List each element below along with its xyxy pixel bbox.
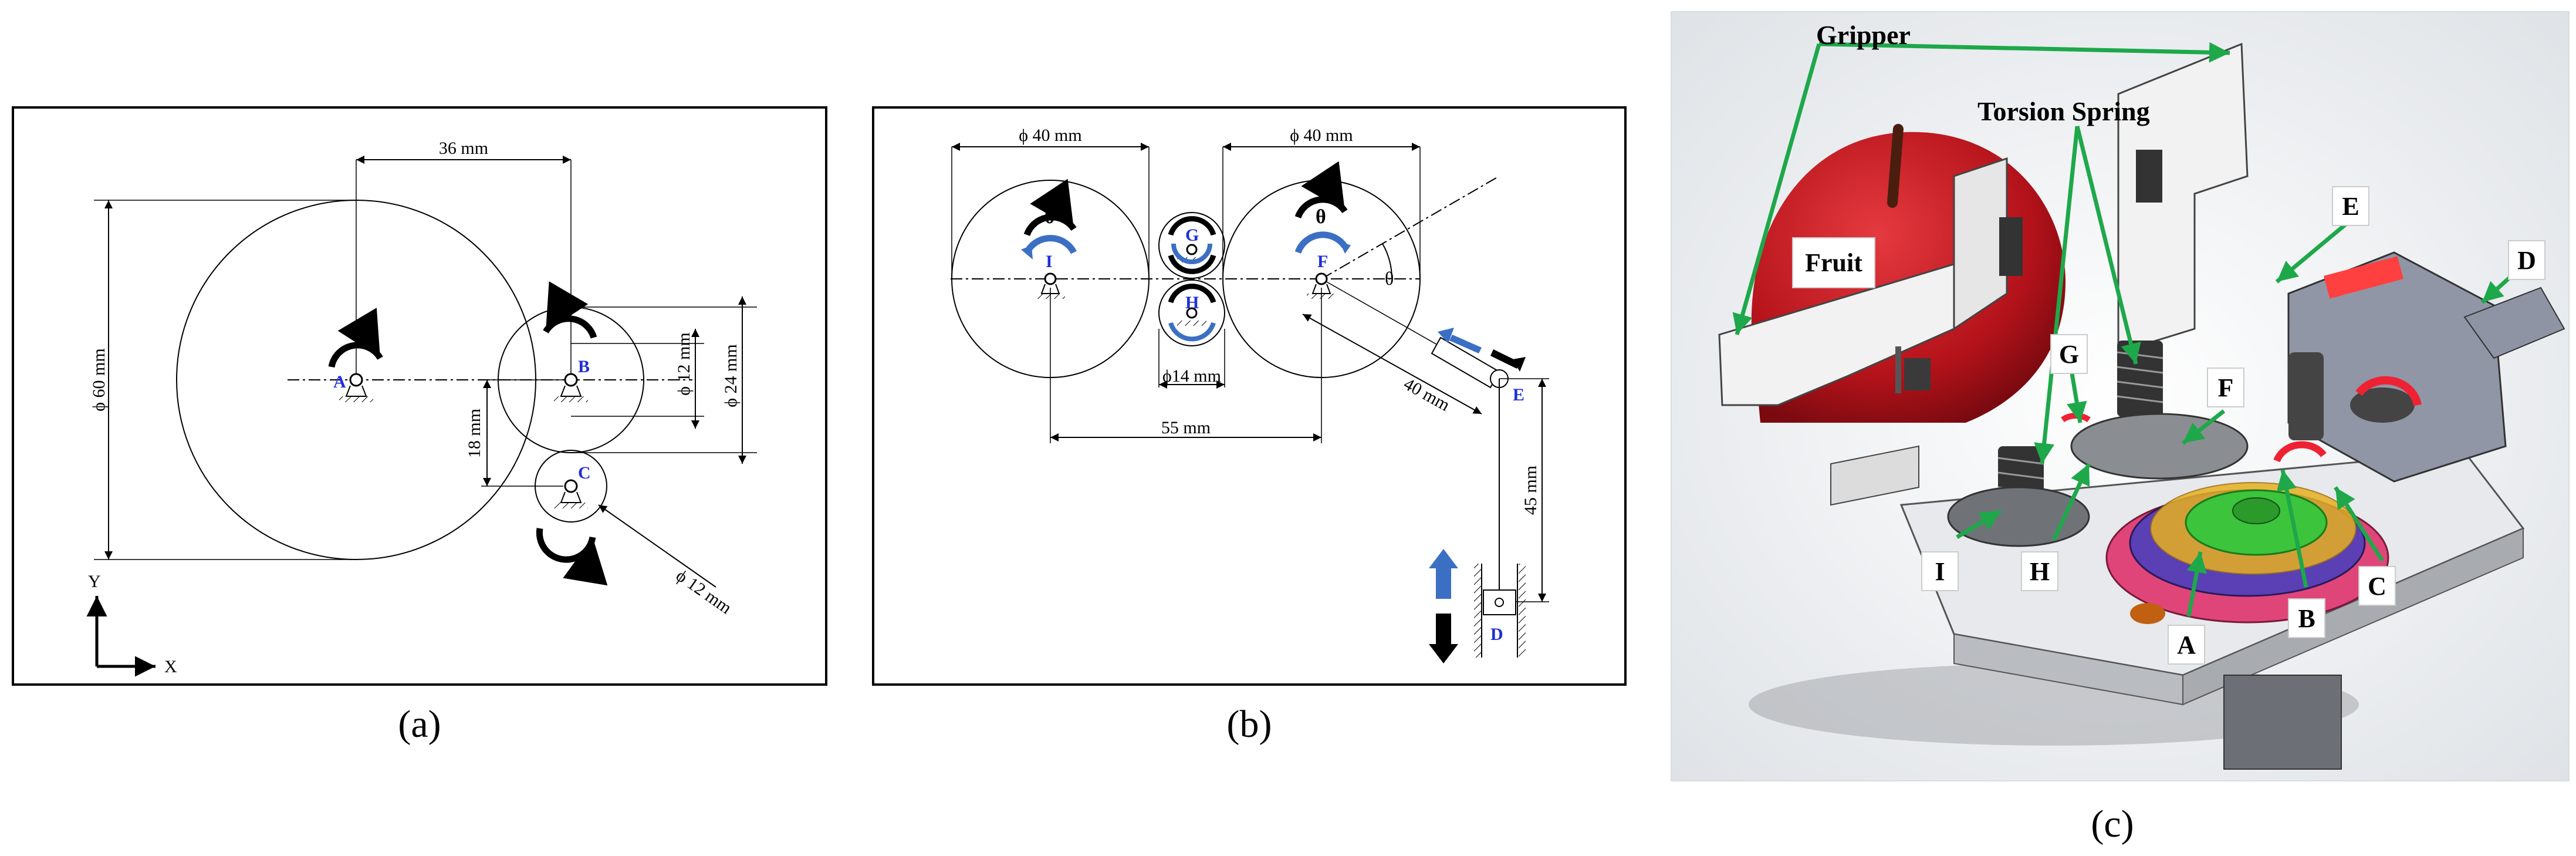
point-h-label: H	[1185, 293, 1199, 312]
caption-b: (b)	[1227, 703, 1272, 746]
theta-angle: θ	[1385, 268, 1394, 289]
vertical-arrow-down	[1429, 614, 1458, 663]
label-e-box: E	[2332, 186, 2369, 226]
torsion-spring-right	[2117, 341, 2163, 417]
panel-c: Gripper Torsion Spring Fruit E D G F I	[1671, 11, 2570, 845]
axis-y-label: Y	[88, 572, 101, 591]
svg-text:D: D	[2517, 246, 2536, 275]
panel-a: 36 mm ϕ 60 mm ϕ 24 mm ϕ 12 mm 18 mm ϕ 12…	[12, 106, 827, 746]
svg-text:G: G	[2059, 340, 2079, 369]
gear-h-circle	[1158, 279, 1225, 346]
svg-text:I: I	[1935, 557, 1945, 586]
svg-text:F: F	[2218, 373, 2234, 402]
dim-phi14: ϕ14 mm	[1162, 366, 1221, 386]
point-b-label: B	[578, 357, 590, 376]
label-gripper: Gripper	[1816, 20, 1911, 50]
label-fruit-box: Fruit	[1792, 237, 1875, 288]
theta-f: θ	[1316, 206, 1326, 228]
rotation-arrow-h	[1168, 284, 1216, 304]
gear-i	[1947, 486, 2090, 547]
rotation-arrow-g-blue	[1171, 243, 1212, 264]
dim-phi60: ϕ 60 mm	[89, 348, 109, 411]
slider-d	[1474, 564, 1526, 658]
label-h-box: H	[2021, 551, 2058, 591]
label-c-box: C	[2358, 566, 2396, 606]
label-f-box: F	[2207, 368, 2244, 407]
svg-text:E: E	[2342, 192, 2359, 221]
panel-b-frame	[872, 106, 1627, 686]
rotation-arrow-i-black	[1023, 178, 1077, 237]
dim-phi40-right: ϕ 40 mm	[1290, 126, 1353, 145]
rotation-arrow-c	[536, 528, 608, 586]
dim-phi40-left: ϕ 40 mm	[1019, 126, 1081, 145]
svg-text:B: B	[2298, 604, 2315, 633]
caption-c: (c)	[2091, 803, 2134, 845]
point-e-label: E	[1513, 385, 1524, 405]
dim-36mm: 36 mm	[439, 139, 488, 158]
rotation-arrow-i-blue	[1024, 235, 1077, 254]
dim-55mm: 55 mm	[1161, 418, 1211, 437]
svg-text:H: H	[2030, 557, 2050, 586]
pivot-f	[1307, 272, 1336, 299]
dim-40mm: 40 mm	[1401, 374, 1453, 415]
panel-b: ϕ 40 mm ϕ 40 mm ϕ14 mm 55 mm 40 mm 45 mm	[872, 106, 1627, 746]
theta-i: θ	[1044, 206, 1055, 228]
label-g-box: G	[2050, 334, 2088, 374]
pivot-b	[554, 373, 588, 402]
rotation-arrow-f-blue	[1294, 231, 1348, 254]
rotation-arrow-h-blue	[1168, 322, 1216, 342]
dim-phi12: ϕ 12 mm	[674, 332, 694, 395]
label-i-box: I	[1921, 551, 1959, 591]
dim-18mm: 18 mm	[465, 409, 484, 458]
point-g-label: G	[1185, 225, 1199, 245]
axis-x-label: X	[164, 657, 177, 676]
label-d-box: D	[2508, 240, 2545, 280]
rotation-arrow-b	[543, 281, 597, 339]
point-i-label: I	[1046, 252, 1053, 271]
panel-a-frame	[12, 106, 827, 686]
slide-arrow-blue	[1449, 335, 1482, 353]
point-f-label: F	[1317, 252, 1328, 271]
gear-f	[2070, 413, 2249, 480]
pivot-c	[554, 479, 588, 508]
point-d-label: D	[1490, 625, 1503, 644]
slide-arrow-black	[1490, 349, 1520, 369]
vertical-arrow-up	[1429, 549, 1458, 599]
point-a-label: A	[333, 372, 346, 392]
point-c-label: C	[578, 463, 591, 483]
rotation-arrow-g	[1168, 216, 1216, 274]
dim-45mm: 45 mm	[1521, 466, 1540, 515]
label-torsion-spring: Torsion Spring	[1977, 96, 2150, 126]
svg-text:A: A	[2177, 631, 2196, 659]
label-a-box: A	[2168, 625, 2205, 665]
leader-lines	[1732, 42, 2513, 617]
pivot-i	[1036, 272, 1065, 299]
label-fruit: Fruit	[1805, 248, 1862, 277]
pivot-a	[339, 373, 373, 402]
dim-phi12-c: ϕ 12 mm	[672, 566, 735, 618]
rotation-arrow-a	[328, 308, 383, 368]
dim-phi24: ϕ 24 mm	[721, 344, 741, 407]
label-b-box: B	[2288, 598, 2325, 638]
svg-text:C: C	[2368, 572, 2386, 601]
xy-axes: Y X	[86, 572, 177, 677]
pivot-h	[1177, 307, 1206, 326]
rotation-arrow-f-black	[1294, 161, 1348, 219]
caption-a: (a)	[398, 703, 441, 746]
